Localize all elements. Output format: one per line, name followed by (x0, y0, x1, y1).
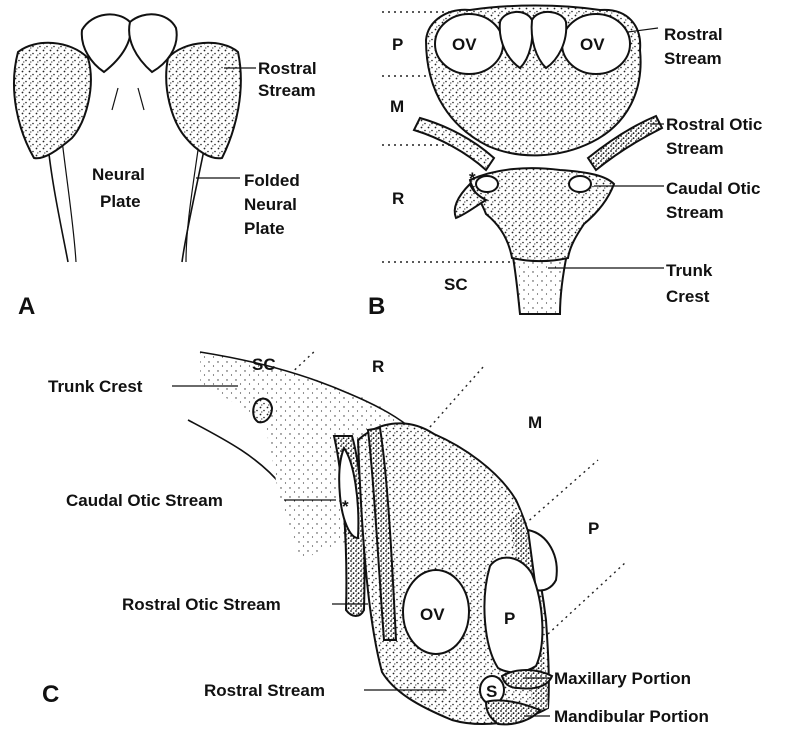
panel-b-rostral-otic-stream-line-2: Stream (666, 139, 724, 158)
panel-b-rostral-stream-line-1: Rostral (664, 25, 723, 44)
panel-b-region-sc: SC (444, 275, 468, 294)
panel-a-neural-plate-line-2: Plate (100, 192, 141, 211)
panel-b-ov-right: OV (580, 35, 605, 54)
panel-c-maxillary-portion-label: Maxillary Portion (554, 669, 691, 688)
panel-c-letter: C (42, 681, 59, 708)
panel-b-caudal-otic-stream-line-1: Caudal Otic (666, 179, 760, 198)
panel-b-trunk-crest-line-2: Crest (666, 287, 710, 306)
panel-a-neural-plate-label: Neural Plate (92, 165, 150, 211)
panel-c-rostral-stream-label: Rostral Stream (204, 681, 325, 700)
panel-a-rostral-stream-label: Rostral Stream (258, 59, 321, 100)
panel-c-region-sc: SC (252, 355, 276, 374)
panel-c-star: * (342, 497, 349, 516)
panel-a-folded-neural-plate-line-3: Plate (244, 219, 285, 238)
panel-b: B P M R SC OV OV * Rostral Stream Rostra… (368, 6, 767, 321)
panel-b-drawing (382, 6, 664, 315)
panel-a-drawing (14, 14, 256, 262)
panel-b-rostral-otic-stream-line-1: Rostral Otic (666, 115, 762, 134)
panel-b-caudal-otic-stream-label: Caudal Otic Stream (666, 179, 765, 222)
panel-a-folded-neural-plate-label: Folded Neural Plate (244, 171, 304, 238)
panel-b-letter: B (368, 293, 385, 320)
panel-b-rostral-stream-line-2: Stream (664, 49, 722, 68)
panel-a: A Rostral Stream Neural Plate Folded Neu… (14, 14, 321, 320)
panel-b-trunk-crest-label: Trunk Crest (666, 261, 717, 306)
panel-c-region-m: M (528, 413, 542, 432)
panel-c-region-p: P (588, 519, 599, 538)
panel-a-rostral-stream-line-1: Rostral (258, 59, 317, 78)
panel-c-region-r: R (372, 357, 384, 376)
panel-b-rostral-stream-label: Rostral Stream (664, 25, 727, 68)
panel-c-rostral-otic-stream-label: Rostral Otic Stream (122, 595, 281, 614)
panel-b-star: * (469, 169, 476, 188)
panel-c-mandibular-portion-label: Mandibular Portion (554, 707, 709, 726)
panel-b-caudal-otic-stream-line-2: Stream (666, 203, 724, 222)
panel-c-trunk-crest-label: Trunk Crest (48, 377, 143, 396)
panel-b-trunk-crest-line-1: Trunk (666, 261, 713, 280)
panel-b-region-m: M (390, 97, 404, 116)
panel-c-caudal-otic-stream-label: Caudal Otic Stream (66, 491, 223, 510)
panel-b-region-p: P (392, 35, 403, 54)
panel-a-folded-neural-plate-line-2: Neural (244, 195, 297, 214)
panel-c-ov-label: OV (420, 605, 445, 624)
panel-a-letter: A (18, 293, 35, 320)
panel-c-s-label: S (486, 682, 497, 701)
panel-b-rostral-otic-stream-label: Rostral Otic Stream (666, 115, 767, 158)
panel-c-p-inner-label: P (504, 609, 515, 628)
panel-c: C SC R M P Trunk Crest Caudal Otic Strea… (42, 350, 709, 726)
panel-b-region-r: R (392, 189, 404, 208)
panel-b-ov-left: OV (452, 35, 477, 54)
panel-a-neural-plate-line-1: Neural (92, 165, 145, 184)
panel-a-folded-neural-plate-line-1: Folded (244, 171, 300, 190)
panel-a-rostral-stream-line-2: Stream (258, 81, 316, 100)
